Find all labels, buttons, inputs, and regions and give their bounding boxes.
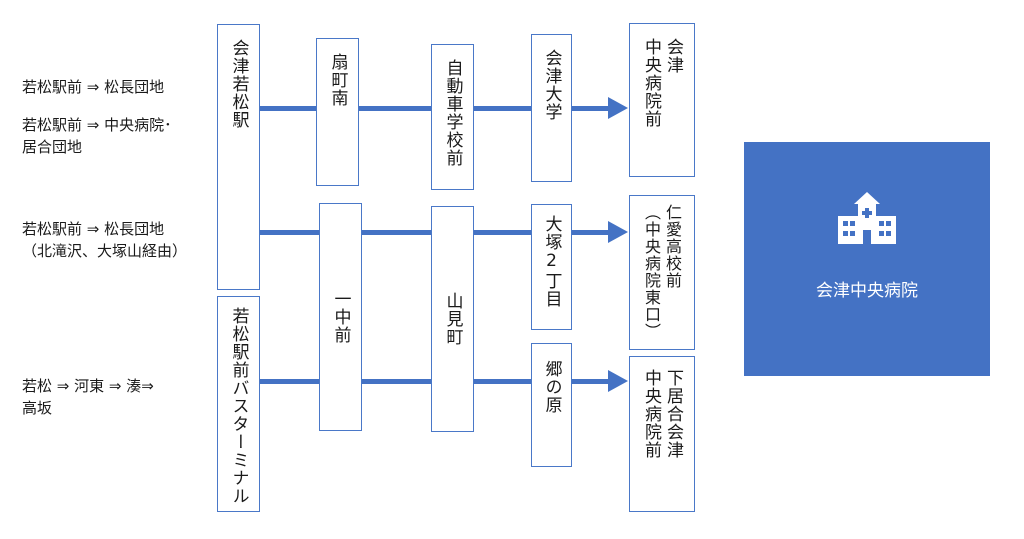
hospital-box: 会津中央病院 [744,142,990,376]
stop-sencho-minami: 扇町南 [316,38,359,186]
stop-aizu-chuo-byoin-mae: 会津 中央病院前 [629,23,695,177]
stop-shimoi-ai-aizu-chuo-byoin-mae: 下居合会津 中央病院前 [629,356,695,512]
stop-label: 若松駅前バスターミナル [228,307,249,505]
stop-go-no-hara: 郷の原 [531,343,572,467]
stop-jidosha-gakko-mae: 自動車学校前 [431,44,474,190]
stop-wakamatsu-bus-terminal: 若松駅前バスターミナル [217,296,260,512]
stop-aizu-daigaku: 会津大学 [531,34,572,182]
stop-label: 山見町 [442,292,463,346]
stop-label: 一中前 [330,290,351,344]
hospital-icon [838,192,896,244]
route-label-2: 若松駅前 ⇒ 中央病院･ 居合団地 [22,116,172,156]
hospital-name: 会津中央病院 [816,281,918,301]
stop-label: 郷の原 [541,360,562,414]
stop-label: 会津 中央病院前 [641,38,683,128]
stop-label: 会津若松駅 [228,39,249,129]
stop-label: 仁愛高校前 （中央病院東口） [642,204,682,340]
route-label-3: 若松駅前 ⇒ 松長団地 （北滝沢、大塚山経由） [22,220,188,260]
stop-aizuwakamatsu-station: 会津若松駅 [217,24,260,290]
stop-label: 自動車学校前 [442,59,463,167]
route-label-1: 若松駅前 ⇒ 松長団地 [22,78,165,96]
stop-icchu-mae: 一中前 [319,203,362,431]
arrow-head-middle [608,221,628,243]
stop-label: 下居合会津 中央病院前 [641,369,683,459]
stop-jinai-koko-mae: 仁愛高校前 （中央病院東口） [629,195,695,350]
stop-yamamicho: 山見町 [431,206,474,432]
stop-label: 大塚2丁目 [541,215,562,308]
arrow-head-top [608,97,628,119]
stop-label: 会津大学 [541,49,562,121]
arrow-head-bottom [608,370,628,392]
stop-otsuka-2chome: 大塚2丁目 [531,204,572,330]
route-label-4: 若松 ⇒ 河東 ⇒ 湊⇒ 高坂 [22,377,154,417]
stop-label: 扇町南 [327,53,348,107]
